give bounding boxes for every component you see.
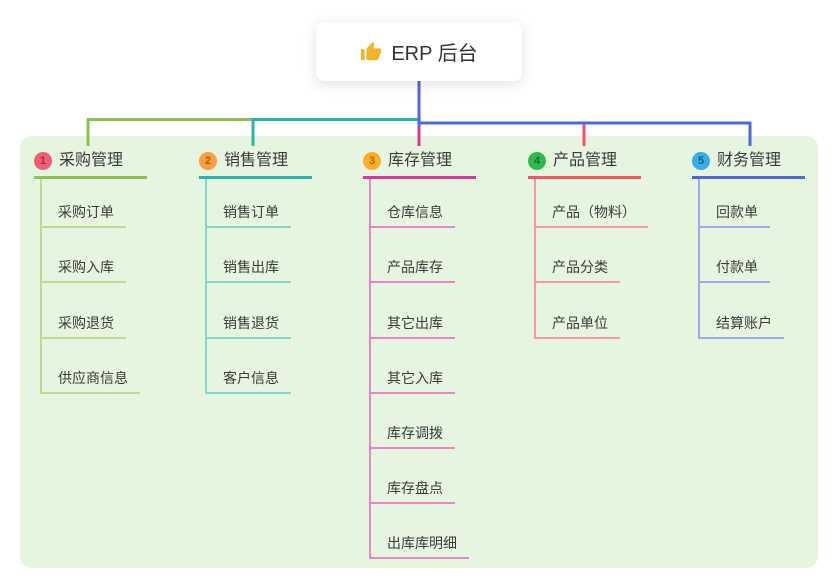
root-node[interactable]: ERP 后台 (316, 22, 522, 81)
child-node[interactable]: 采购订单 (40, 202, 126, 228)
child-node[interactable]: 仓库信息 (369, 202, 455, 228)
priority-3-badge: 3 (363, 152, 381, 170)
priority-4-badge: 4 (528, 152, 546, 170)
child-node[interactable]: 产品单位 (534, 313, 620, 339)
child-node[interactable]: 销售退货 (205, 313, 291, 339)
branch-2-children-line (205, 179, 207, 394)
child-node[interactable]: 采购入库 (40, 257, 126, 283)
thumbs-up-icon (360, 41, 382, 63)
branch-4-children-line (534, 179, 536, 339)
topic-label: 财务管理 (717, 152, 782, 169)
topic-label: 库存管理 (388, 152, 453, 169)
branch-5-children-line (698, 179, 700, 339)
child-node[interactable]: 付款单 (698, 257, 770, 283)
topic-label: 销售管理 (224, 152, 289, 169)
priority-5-badge: 5 (692, 152, 710, 170)
branch-1-children-line (40, 179, 42, 394)
child-node[interactable]: 库存调拨 (369, 423, 455, 449)
child-node[interactable]: 销售订单 (205, 202, 291, 228)
branch-topic-sales[interactable]: 2 销售管理 (199, 151, 312, 179)
child-node[interactable]: 其它入库 (369, 368, 455, 394)
branch-3-children-line (369, 179, 371, 559)
topic-label: 采购管理 (59, 152, 124, 169)
child-node[interactable]: 产品（物料） (534, 202, 648, 228)
branch-topic-inventory[interactable]: 3 库存管理 (363, 151, 476, 179)
child-node[interactable]: 库存盘点 (369, 478, 455, 504)
branch-topic-finance[interactable]: 5 财务管理 (692, 151, 805, 179)
child-node[interactable]: 采购退货 (40, 313, 126, 339)
child-node[interactable]: 供应商信息 (40, 368, 140, 394)
child-node[interactable]: 结算账户 (698, 313, 784, 339)
branches-background-panel (20, 136, 818, 568)
child-node[interactable]: 回款单 (698, 202, 770, 228)
branch-topic-product[interactable]: 4 产品管理 (528, 151, 641, 179)
child-node[interactable]: 客户信息 (205, 368, 291, 394)
topic-label: 产品管理 (553, 152, 618, 169)
child-node[interactable]: 产品库存 (369, 257, 455, 283)
child-node[interactable]: 销售出库 (205, 257, 291, 283)
child-node[interactable]: 产品分类 (534, 257, 620, 283)
child-node[interactable]: 出库库明细 (369, 533, 469, 559)
branch-topic-purchase[interactable]: 1 采购管理 (34, 151, 147, 179)
priority-1-badge: 1 (34, 152, 52, 170)
root-label: ERP 后台 (391, 43, 478, 65)
priority-2-badge: 2 (199, 152, 217, 170)
child-node[interactable]: 其它出库 (369, 313, 455, 339)
